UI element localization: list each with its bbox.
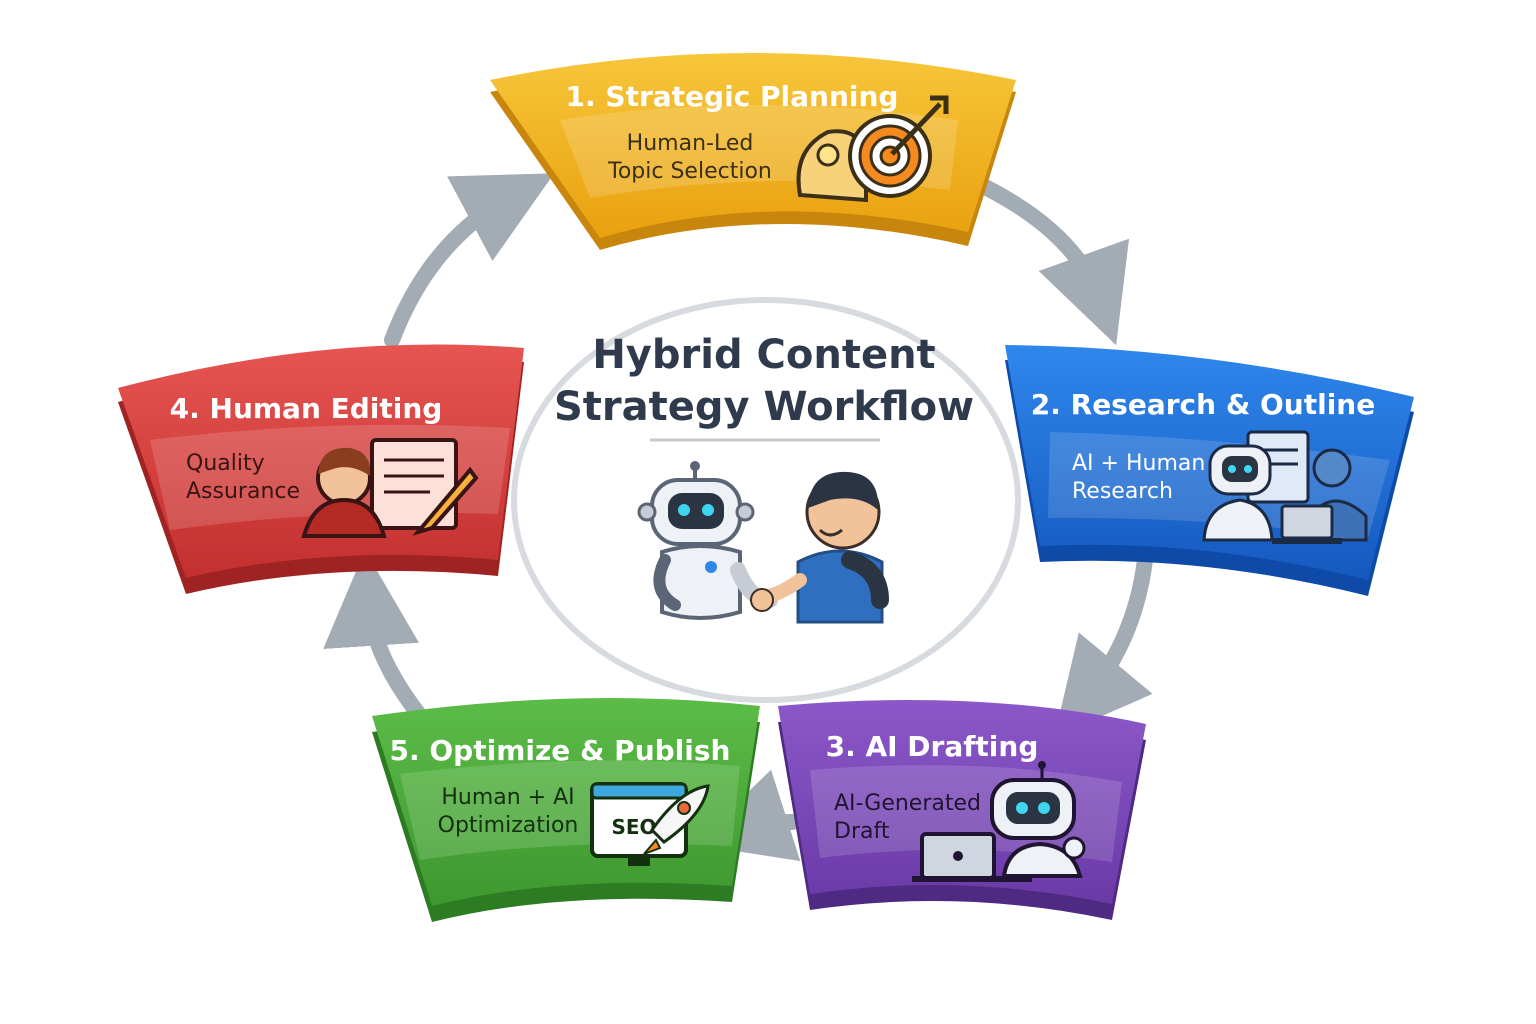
- seo-label: SEO: [611, 815, 656, 839]
- editor-document-pencil-icon: [301, 438, 479, 538]
- step-5-sub-line2: Optimization: [438, 813, 579, 838]
- step-4-sub-line2: Assurance: [186, 479, 300, 504]
- robot-human-handshake-icon: [637, 461, 889, 624]
- step-2-sub-line1: AI + Human: [1072, 451, 1205, 476]
- step-5-panel[interactable]: 5. Optimize & Publish Human + AI Optimiz…: [372, 698, 760, 922]
- arrow-3-to-5: [694, 769, 801, 862]
- step-5-sub-line1: Human + AI: [441, 785, 574, 810]
- center-hub: Hybrid Content Strategy Workflow: [511, 297, 1021, 703]
- arrow-1-to-2: [967, 174, 1130, 346]
- step-2-title: 2. Research & Outline: [1031, 388, 1375, 421]
- step-1-title: 1. Strategic Planning: [566, 80, 899, 113]
- arrow-5-to-4: [323, 550, 438, 736]
- step-3-title: 3. AI Drafting: [826, 730, 1039, 763]
- center-title-line2: Strategy Workflow: [554, 384, 974, 430]
- step-4-panel[interactable]: 4. Human Editing Quality Assurance: [118, 344, 524, 594]
- step-2-panel[interactable]: 2. Research & Outline AI + Human Researc…: [1005, 345, 1414, 596]
- step-1-sub-line1: Human-Led: [627, 131, 754, 156]
- step-3-sub-line2: Draft: [834, 819, 890, 844]
- head-lightbulb-target-icon: [796, 95, 949, 203]
- step-4-title: 4. Human Editing: [170, 392, 443, 425]
- step-1-sub-line2: Topic Selection: [607, 159, 772, 184]
- step-1-panel[interactable]: 1. Strategic Planning Human-Led Topic Se…: [490, 53, 1016, 250]
- step-5-title: 5. Optimize & Publish: [390, 734, 731, 767]
- step-4-sub-line1: Quality: [186, 451, 265, 476]
- arrow-4-to-1: [384, 173, 555, 348]
- step-2-sub-line2: Research: [1072, 479, 1173, 504]
- center-title-line1: Hybrid Content: [592, 332, 935, 378]
- step-3-sub-line1: AI-Generated: [834, 791, 981, 816]
- arrow-2-to-3: [1054, 552, 1153, 737]
- seo-monitor-rocket-icon: SEO: [590, 782, 710, 866]
- robot-human-laptop-icon: [1202, 430, 1368, 544]
- step-3-panel[interactable]: 3. AI Drafting AI-Generated Draft: [778, 700, 1146, 920]
- robot-laptop-icon: [912, 761, 1086, 882]
